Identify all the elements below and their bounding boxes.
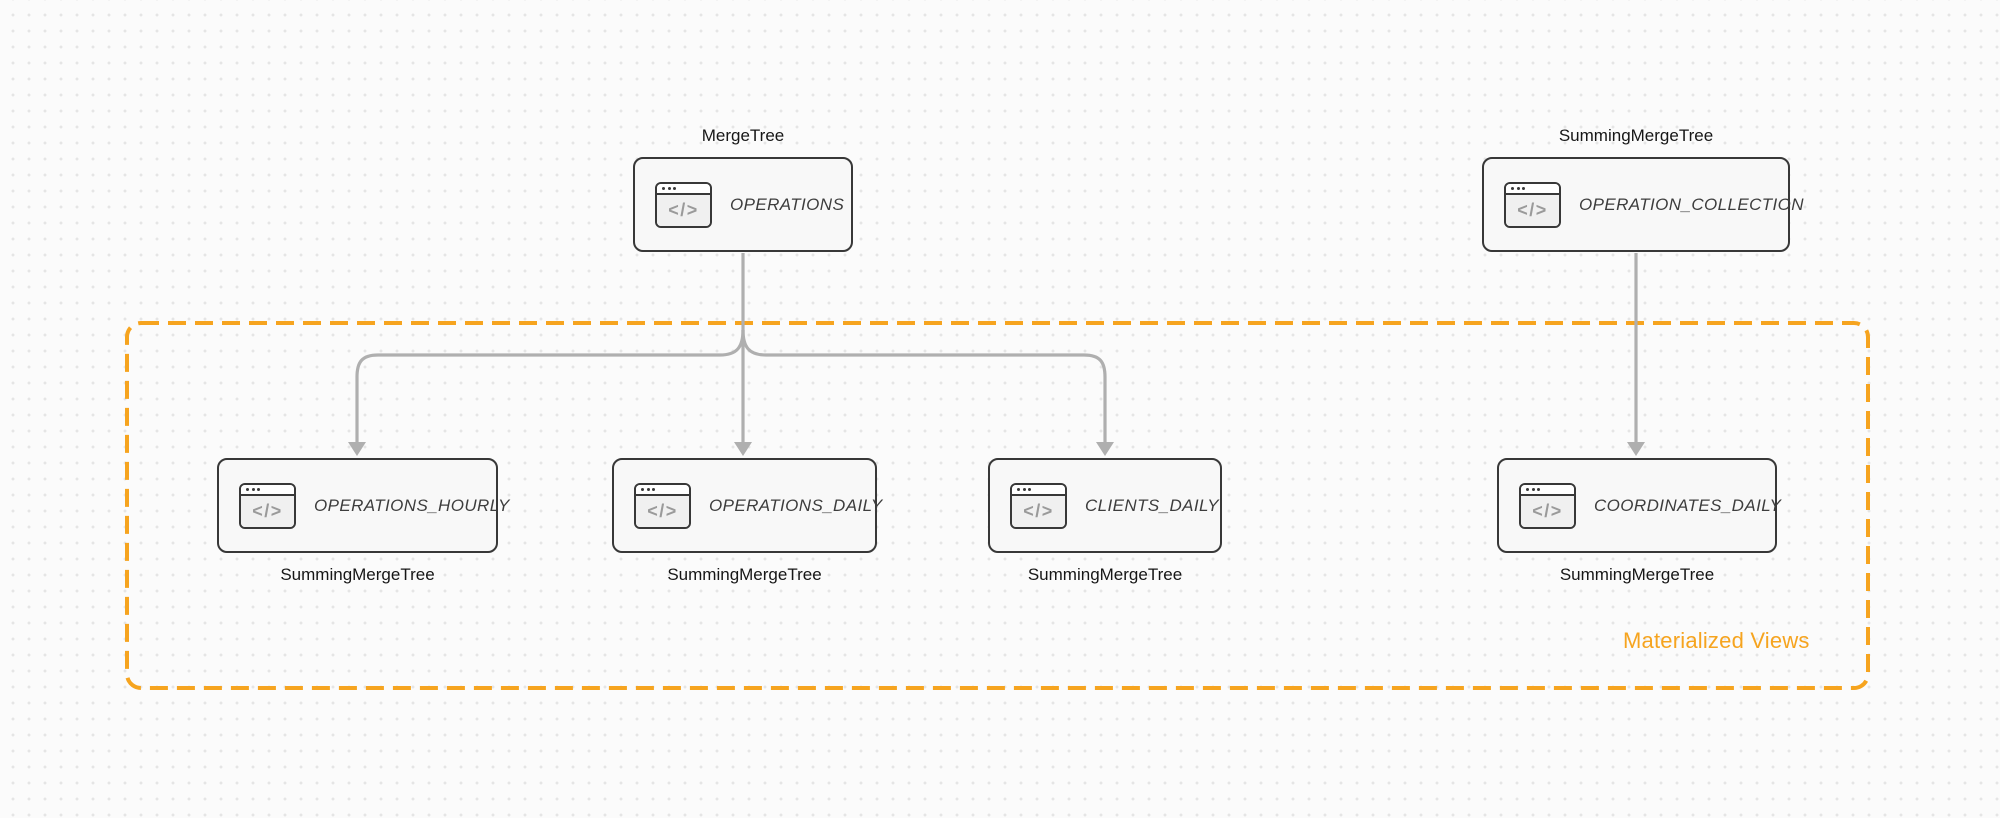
engine-label-operations-daily: SummingMergeTree	[667, 565, 822, 584]
code-glyph: </>	[1521, 495, 1574, 527]
window-dots-icon	[1506, 183, 1559, 195]
code-window-icon: </>	[1519, 482, 1576, 529]
code-window-icon: </>	[1010, 482, 1067, 529]
code-window-icon: </>	[1504, 181, 1561, 228]
node-coordinates-daily: </> COORDINATES_DAILY SummingMergeTree	[1497, 458, 1781, 584]
table-node-operation-collection[interactable]: </> OPERATION_COLLECTION	[1482, 157, 1804, 252]
table-name: OPERATION_COLLECTION	[1579, 194, 1804, 214]
node-operations: MergeTree </> OPERATIONS	[633, 126, 853, 252]
arrowhead-clients-daily	[1096, 442, 1114, 456]
window-dots-icon	[657, 183, 710, 195]
window-dots-icon	[1521, 484, 1574, 496]
window-dots-icon	[636, 484, 689, 496]
engine-label-clients-daily: SummingMergeTree	[1027, 565, 1183, 584]
table-name: CLIENTS_DAILY	[1085, 495, 1220, 515]
table-node-operations[interactable]: </> OPERATIONS	[633, 157, 853, 252]
table-name: OPERATIONS	[730, 194, 845, 214]
engine-label-operations-hourly: SummingMergeTree	[280, 565, 435, 584]
engine-label-coordinates-daily: SummingMergeTree	[1559, 565, 1715, 584]
code-glyph: </>	[1012, 495, 1065, 527]
table-node-operations-hourly[interactable]: </> OPERATIONS_HOURLY	[217, 458, 509, 553]
table-node-operations-daily[interactable]: </> OPERATIONS_DAILY	[612, 458, 882, 553]
table-name: OPERATIONS_HOURLY	[314, 495, 510, 515]
engine-label-operations: MergeTree	[701, 126, 785, 145]
window-dots-icon	[1012, 484, 1065, 496]
node-operations-daily: </> OPERATIONS_DAILY SummingMergeTree	[612, 458, 882, 584]
code-glyph: </>	[241, 495, 294, 527]
edge-operations-to-operations-hourly	[355, 329, 745, 444]
node-operation-collection: SummingMergeTree </> OPERATION_COLLECTIO…	[1482, 126, 1804, 252]
code-glyph: </>	[1506, 194, 1559, 226]
engine-label-operation-collection: SummingMergeTree	[1558, 126, 1714, 145]
table-name: OPERATIONS_DAILY	[709, 495, 883, 515]
code-window-icon: </>	[239, 482, 296, 529]
table-name: COORDINATES_DAILY	[1594, 495, 1782, 515]
arrowhead-operations-daily	[734, 442, 752, 456]
arrowhead-operations-hourly	[348, 442, 366, 456]
table-node-clients-daily[interactable]: </> CLIENTS_DAILY	[988, 458, 1222, 553]
table-node-coordinates-daily[interactable]: </> COORDINATES_DAILY	[1497, 458, 1781, 553]
materialized-views-group-label: Materialized Views	[1623, 628, 1810, 653]
code-window-icon: </>	[655, 181, 712, 228]
code-window-icon: </>	[634, 482, 691, 529]
code-glyph: </>	[657, 194, 710, 226]
node-operations-hourly: </> OPERATIONS_HOURLY SummingMergeTree	[217, 458, 509, 584]
node-clients-daily: </> CLIENTS_DAILY SummingMergeTree	[988, 458, 1222, 584]
code-glyph: </>	[636, 495, 689, 527]
window-dots-icon	[241, 484, 294, 496]
edge-operations-to-clients-daily	[741, 329, 1107, 444]
arrowhead-coordinates-daily	[1627, 442, 1645, 456]
